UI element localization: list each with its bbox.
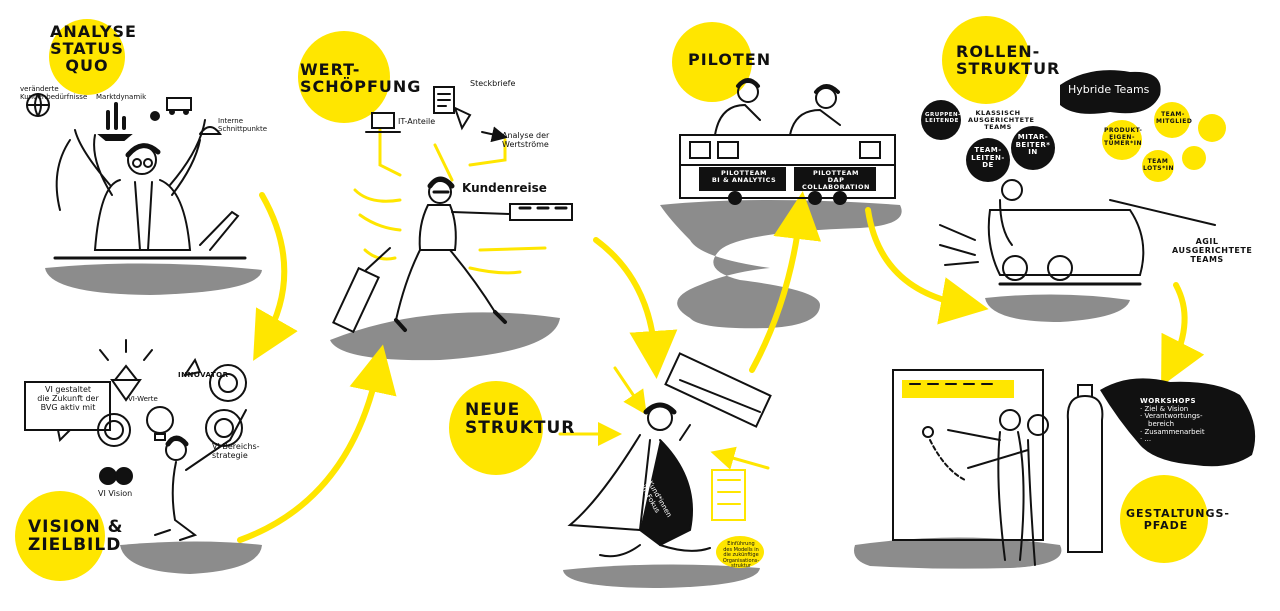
wert-scene	[332, 86, 573, 334]
note-marktdynamik: Marktdynamik	[96, 93, 147, 101]
flow-arrows	[237, 191, 1205, 543]
note-kundenbeduerfnisse: veränderte Kundenbedürfnisse	[20, 85, 88, 101]
speech-box-vision	[24, 381, 111, 431]
ground-vision	[120, 541, 262, 574]
circle-neue	[449, 381, 543, 475]
blob-workshops	[1100, 378, 1256, 467]
ground-piloten-road	[660, 200, 902, 329]
title-analyse-status-quo: Analyse Status Quo	[50, 22, 137, 75]
blob-hybride	[1060, 70, 1161, 114]
ground-gestaltung	[854, 537, 1062, 569]
bubble-lotse	[1142, 150, 1174, 182]
note-kundenreise: Kundenreise	[462, 181, 547, 195]
title-vision-zielbild: Vision & Zielbild	[28, 517, 124, 555]
bubble-produkt	[1102, 120, 1142, 160]
train-icon	[509, 203, 573, 221]
note-bubble-neue	[716, 536, 764, 568]
circle-gestaltung	[1120, 475, 1208, 563]
whiteboard	[892, 369, 1044, 541]
circle-vision	[15, 491, 105, 581]
note-teamlotse: Team Lots*in	[1143, 158, 1175, 172]
arrow-analyse-to-vision	[253, 192, 298, 361]
laptop-icon	[371, 112, 395, 129]
arrow-wert-to-neue	[593, 237, 678, 379]
rocket-icon	[182, 357, 202, 377]
title-piloten: Piloten	[688, 50, 772, 69]
rollen-scene	[921, 70, 1226, 286]
title-wertschoepfung: Wert- schöpfung	[300, 60, 422, 96]
note-steckbriefe: Steckbriefe	[470, 79, 516, 88]
note-schnittpunkte: Interne Schnittpunkte	[218, 117, 268, 133]
flower-icon	[150, 111, 160, 121]
note-agil-teams: Agil ausgerichtete Teams	[1172, 237, 1253, 264]
note-vi-werte: VI-Werte	[128, 395, 158, 403]
arrow-neue-to-piloten	[749, 191, 822, 373]
note-teammitglied: Team- mitglied	[1156, 111, 1193, 125]
note-vi-vision: VI Vision	[98, 489, 133, 498]
ground-neue	[563, 564, 760, 588]
note-analyse-wertstroeme: Analyse der Wertströme	[502, 131, 550, 149]
title-neue-struktur: Neue Struktur	[465, 400, 576, 438]
pilot-banner-2	[794, 167, 876, 191]
note-mitarbeiterin: Mitar- beiter* in	[1015, 133, 1051, 157]
title-rollenstruktur: Rollen- struktur	[956, 42, 1061, 78]
note-it-anteile: IT-Anteile	[398, 117, 436, 126]
note-pilotteam-dap: Pilotteam DAP Collaboration	[802, 169, 870, 192]
diamond-icon	[110, 364, 142, 402]
note-pilotteam-bi: Pilotteam BI & Analytics	[711, 169, 777, 185]
arrow-rollen-to-gestaltung	[1161, 282, 1205, 387]
note-klassisch-teams: Klassisch ausgerichtete Teams	[968, 109, 1035, 132]
note-produkteigentuemer: Produkt- eigen- tümer*in	[1104, 127, 1143, 148]
circle-rollen	[942, 16, 1030, 104]
bubble-teamleitende	[966, 138, 1010, 182]
note-vi-gestaltet-zukunft: VI gestaltet die Zukunft der BVG aktiv m…	[37, 385, 99, 412]
note-workshops-list: Workshops · Ziel & Vision · Verantwortun…	[1140, 397, 1205, 444]
flying-bus-icon	[664, 352, 772, 428]
arrow-piloten-to-rollen	[865, 207, 989, 325]
piloten-scene	[679, 78, 896, 205]
neue-scene	[567, 352, 772, 568]
title-gestaltungspfade: Gestaltungs- pfade	[1126, 507, 1230, 532]
bubble-gruppen	[921, 100, 961, 140]
small-yellow-arrows	[558, 366, 770, 470]
bulb-icon	[146, 406, 174, 434]
analyse-scene	[26, 93, 247, 260]
ground-wert	[330, 312, 560, 361]
circle-piloten	[672, 22, 752, 102]
note-teamleitende: Team- leiten- de	[971, 146, 1005, 170]
bubble-mitarbeiter	[1011, 126, 1055, 170]
circle-wert	[298, 31, 390, 123]
note-einfuehrung-modell: Einführung des Modells in die zukünftige…	[722, 541, 760, 569]
pilot-banner-1	[699, 167, 786, 191]
gestaltung-scene	[892, 369, 1256, 566]
note-innovator: Innovator	[178, 371, 229, 379]
title-circles	[15, 16, 1208, 581]
bubble-teammitglied	[1154, 102, 1190, 138]
profile-card-icon	[433, 86, 455, 114]
note-vi-bereichsstrategie: VI Bereichs- strategie	[212, 442, 260, 460]
wert-speed-lines	[353, 128, 547, 275]
note-gruppenleitende: Gruppen- leitende	[925, 112, 961, 125]
tram-on-board	[902, 380, 1014, 398]
circle-analyse	[49, 19, 125, 95]
note-hybride-teams: Hybride Teams	[1068, 83, 1150, 96]
ground-shadows	[45, 200, 1130, 588]
bus-icon	[166, 97, 192, 111]
vision-scene	[24, 339, 247, 541]
ground-analyse	[45, 263, 262, 295]
ground-rollen	[985, 294, 1130, 322]
arrow-vision-to-wert	[237, 344, 397, 543]
